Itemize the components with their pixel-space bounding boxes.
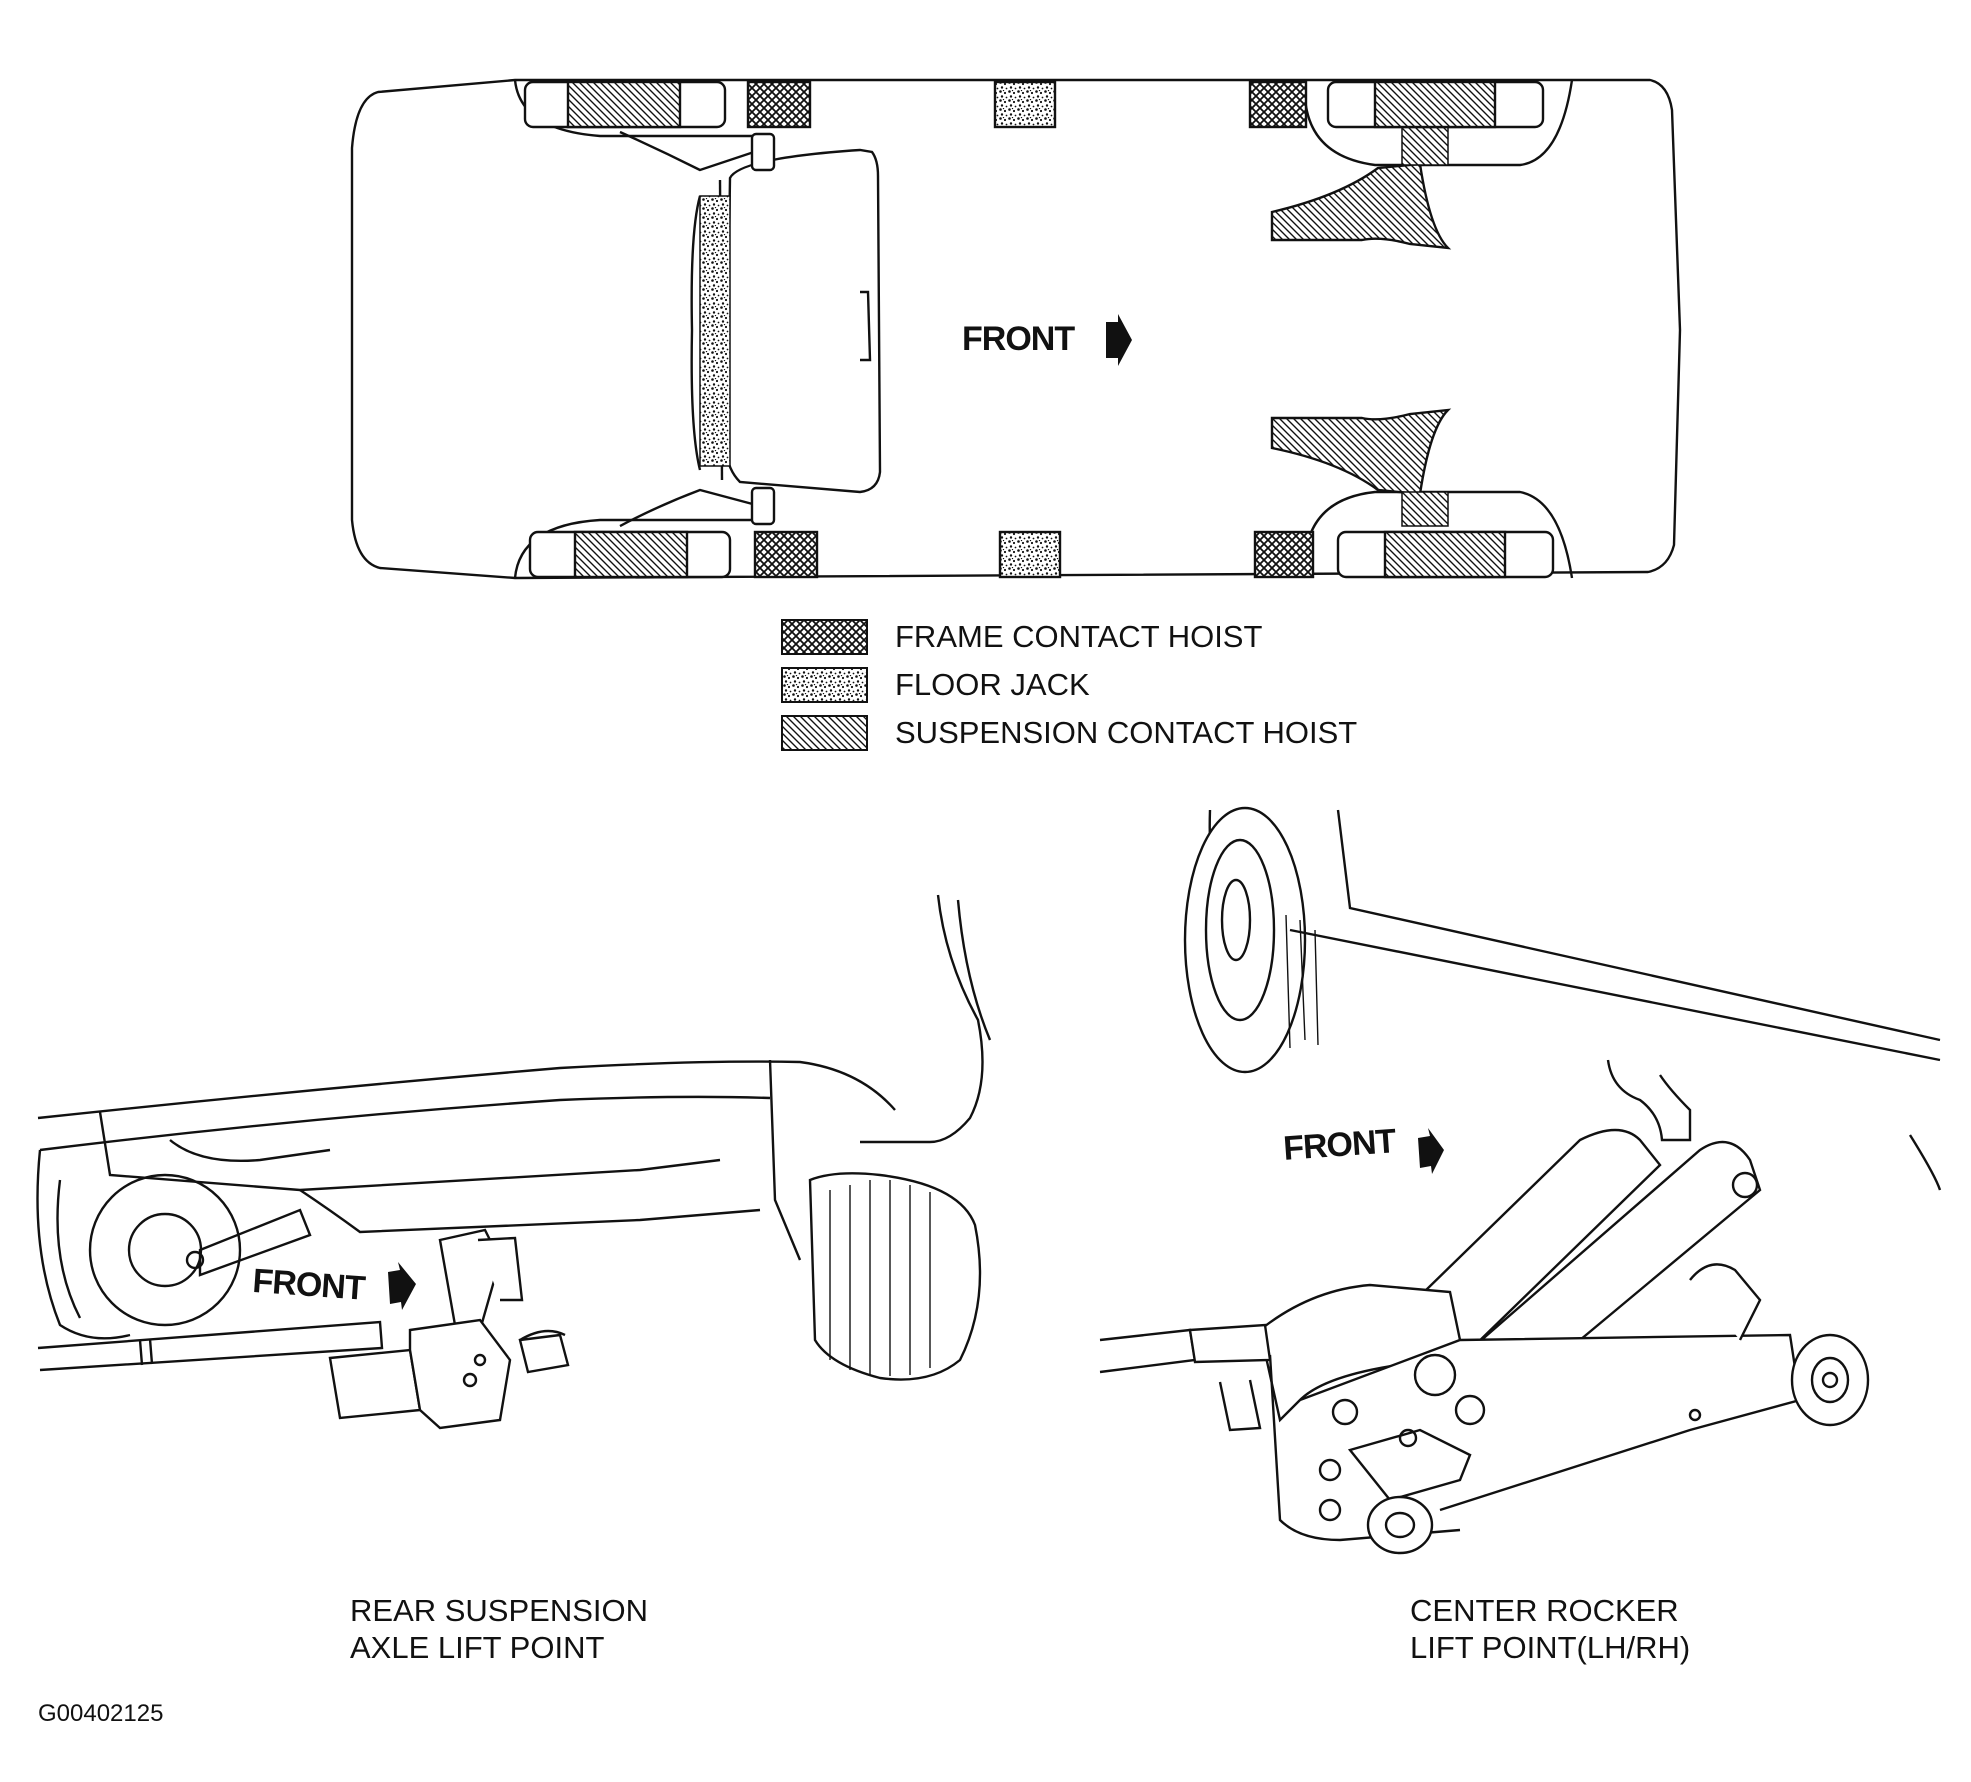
caption-rear-line2: AXLE LIFT POINT — [350, 1630, 605, 1665]
front-arrow-top — [1106, 314, 1132, 366]
legend-label-frame-contact: FRAME CONTACT HOIST — [895, 619, 1263, 654]
caption-center-line1: CENTER ROCKER — [1410, 1593, 1679, 1628]
caption-rear-line1: REAR SUSPENSION — [350, 1593, 649, 1628]
caption-center-line2: LIFT POINT(LH/RH) — [1410, 1630, 1691, 1665]
legend-label-floor-jack: FLOOR JACK — [895, 667, 1090, 702]
legend-swatch-floor-jack — [781, 667, 868, 703]
front-label-top: FRONT — [962, 320, 1075, 358]
front-label-rocker-view: FRONT — [1282, 1122, 1397, 1168]
caption-center-rocker: CENTER ROCKER LIFT POINT(LH/RH) — [1410, 1592, 1690, 1666]
front-arrow-rear-view — [388, 1262, 416, 1310]
center-rocker-illustration — [1099, 806, 1942, 1555]
front-arrow-rocker-view — [1418, 1128, 1444, 1174]
legend-label-suspension-contact: SUSPENSION CONTACT HOIST — [895, 715, 1358, 750]
front-label-rear-view: FRONT — [251, 1262, 366, 1308]
rear-suspension-illustration — [36, 894, 992, 1430]
legend — [781, 619, 868, 751]
legend-swatch-frame-contact — [781, 619, 868, 655]
legend-swatch-suspension-contact — [781, 715, 868, 751]
underbody-top-view — [350, 78, 1682, 580]
caption-rear-suspension: REAR SUSPENSION AXLE LIFT POINT — [350, 1592, 648, 1666]
figure-code: G00402125 — [38, 1700, 164, 1727]
